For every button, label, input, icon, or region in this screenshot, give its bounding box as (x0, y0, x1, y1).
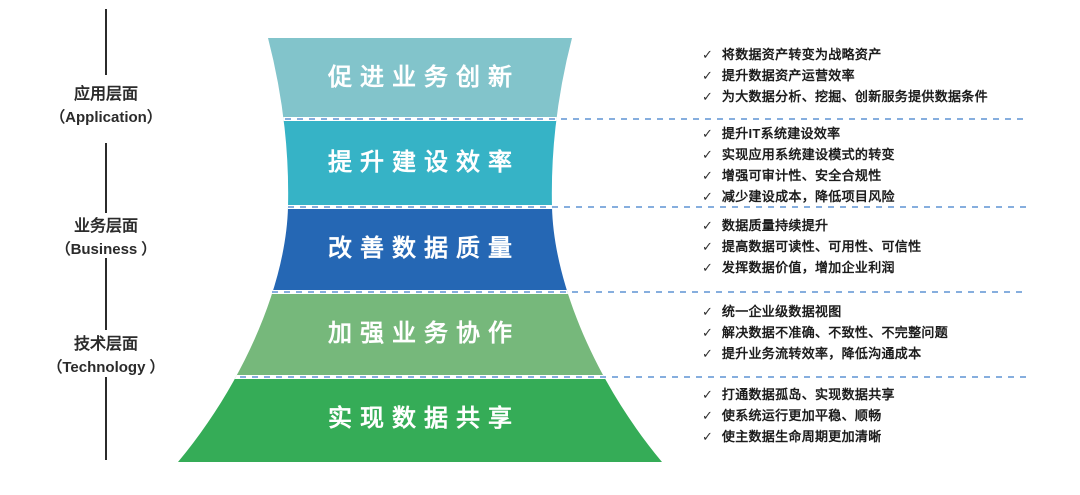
check-icon: ✓ (702, 147, 713, 162)
benefit-text: 提升IT系统建设效率 (721, 126, 841, 141)
layer-label-zh: 应用层面 (73, 86, 138, 103)
check-icon: ✓ (702, 346, 713, 361)
benefit-group-5: ✓ 打通数据孤岛、实现数据共享 ✓ 使系统运行更加平稳、顺畅 ✓ 使主数据生命周… (702, 384, 1067, 447)
check-icon: ✓ (702, 260, 713, 275)
benefit-text: 打通数据孤岛、实现数据共享 (721, 387, 895, 402)
check-icon: ✓ (702, 429, 713, 444)
benefit-item: ✓ 提高数据可读性、可用性、可信性 (702, 236, 1067, 257)
benefit-text: 使主数据生命周期更加清晰 (721, 429, 882, 444)
benefit-text: 减少建设成本，降低项目风险 (721, 189, 895, 204)
benefit-text: 数据质量持续提升 (721, 218, 829, 233)
benefit-text: 为大数据分析、挖掘、创新服务提供数据条件 (721, 89, 988, 104)
benefit-text: 将数据资产转变为战略资产 (721, 47, 882, 62)
layer-label-en: （Application） (50, 109, 162, 126)
check-icon: ✓ (702, 239, 713, 254)
layer-label-zh: 业务层面 (73, 218, 138, 235)
benefit-text: 提升数据资产运营效率 (721, 68, 855, 83)
level-guide-lines (240, 118, 1028, 378)
benefit-text: 实现应用系统建设模式的转变 (721, 147, 895, 162)
benefit-text: 解决数据不准确、不致性、不完整问题 (721, 325, 949, 340)
benefit-item: ✓ 提升IT系统建设效率 (702, 123, 1067, 144)
check-icon: ✓ (702, 304, 713, 319)
check-icon: ✓ (702, 89, 713, 104)
layer-label-zh: 技术层面 (73, 336, 138, 353)
funnel-level-title-4: 加强业务协作 (328, 320, 520, 347)
benefit-group-2: ✓ 提升IT系统建设效率 ✓ 实现应用系统建设模式的转变 ✓ 增强可审计性、安全… (702, 123, 1067, 207)
benefit-item: ✓ 使主数据生命周期更加清晰 (702, 426, 1067, 447)
benefit-group-4: ✓ 统一企业级数据视图 ✓ 解决数据不准确、不致性、不完整问题 ✓ 提升业务流转… (702, 301, 1067, 364)
axis-line-segment (105, 258, 107, 330)
layer-label-en: （Technology ） (47, 359, 165, 376)
check-icon: ✓ (702, 68, 713, 83)
check-icon: ✓ (702, 408, 713, 423)
axis-line-segment (105, 377, 107, 460)
layer-label-technology: 技术层面 （Technology ） (28, 333, 184, 379)
benefit-item: ✓ 为大数据分析、挖掘、创新服务提供数据条件 (702, 86, 1067, 107)
benefit-text: 使系统运行更加平稳、顺畅 (721, 408, 882, 423)
axis-line-segment (105, 9, 107, 75)
check-icon: ✓ (702, 47, 713, 62)
check-icon: ✓ (702, 168, 713, 183)
benefit-item: ✓ 打通数据孤岛、实现数据共享 (702, 384, 1067, 405)
funnel-level-title-1: 促进业务创新 (328, 64, 520, 91)
benefit-item: ✓ 将数据资产转变为战略资产 (702, 44, 1067, 65)
axis-line-segment (105, 143, 107, 213)
funnel-level-title-5: 实现数据共享 (328, 405, 520, 432)
funnel-band-5 (178, 377, 662, 462)
benefit-item: ✓ 增强可审计性、安全合规性 (702, 165, 1067, 186)
check-icon: ✓ (702, 126, 713, 141)
benefit-item: ✓ 实现应用系统建设模式的转变 (702, 144, 1067, 165)
benefit-item: ✓ 减少建设成本，降低项目风险 (702, 186, 1067, 207)
benefit-item: ✓ 发挥数据价值，增加企业利润 (702, 257, 1067, 278)
layer-label-en: （Business ） (55, 241, 157, 258)
benefit-text: 增强可审计性、安全合规性 (721, 168, 882, 183)
benefit-text: 提升业务流转效率，降低沟通成本 (721, 346, 922, 361)
benefit-text: 提高数据可读性、可用性、可信性 (721, 239, 922, 254)
benefit-item: ✓ 解决数据不准确、不致性、不完整问题 (702, 322, 1067, 343)
benefit-item: ✓ 数据质量持续提升 (702, 215, 1067, 236)
check-icon: ✓ (702, 325, 713, 340)
benefit-group-1: ✓ 将数据资产转变为战略资产 ✓ 提升数据资产运营效率 ✓ 为大数据分析、挖掘、… (702, 44, 1067, 107)
layer-label-application: 应用层面 （Application） (28, 83, 184, 129)
funnel-level-title-3: 改善数据质量 (328, 235, 520, 262)
benefit-group-3: ✓ 数据质量持续提升 ✓ 提高数据可读性、可用性、可信性 ✓ 发挥数据价值，增加… (702, 215, 1067, 278)
benefit-text: 统一企业级数据视图 (721, 304, 842, 319)
funnel-level-title-2: 提升建设效率 (328, 149, 520, 176)
benefit-item: ✓ 统一企业级数据视图 (702, 301, 1067, 322)
check-icon: ✓ (702, 218, 713, 233)
benefit-item: ✓ 提升数据资产运营效率 (702, 65, 1067, 86)
benefit-item: ✓ 使系统运行更加平稳、顺畅 (702, 405, 1067, 426)
benefit-text: 发挥数据价值，增加企业利润 (721, 260, 895, 275)
layer-label-business: 业务层面 （Business ） (28, 215, 184, 261)
check-icon: ✓ (702, 387, 713, 402)
check-icon: ✓ (702, 189, 713, 204)
benefit-item: ✓ 提升业务流转效率，降低沟通成本 (702, 343, 1067, 364)
